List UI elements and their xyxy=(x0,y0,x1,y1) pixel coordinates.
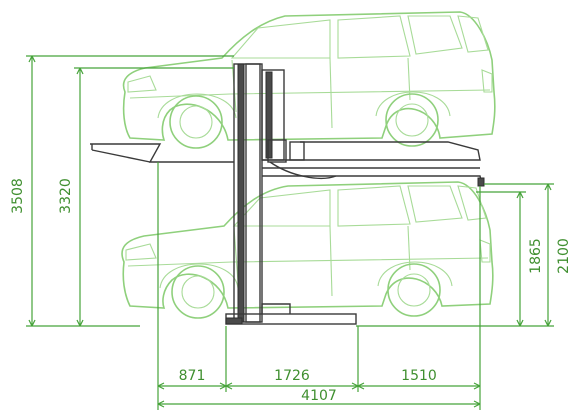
dim-total-height: 3508 xyxy=(10,178,26,214)
dim-post-width: 1726 xyxy=(274,368,310,384)
dim-right-overhang: 1510 xyxy=(401,368,437,384)
dim-total-length: 4107 xyxy=(301,388,337,404)
lower-car xyxy=(121,181,494,319)
dim-upper-height: 3320 xyxy=(58,178,74,214)
dim-left-overhang: 871 xyxy=(179,368,206,384)
dimension-lines xyxy=(26,55,554,410)
lift-structure xyxy=(90,63,485,325)
upper-car xyxy=(122,11,496,149)
dim-platform-height: 2100 xyxy=(556,238,572,274)
dim-lower-clearance: 1865 xyxy=(528,238,544,274)
